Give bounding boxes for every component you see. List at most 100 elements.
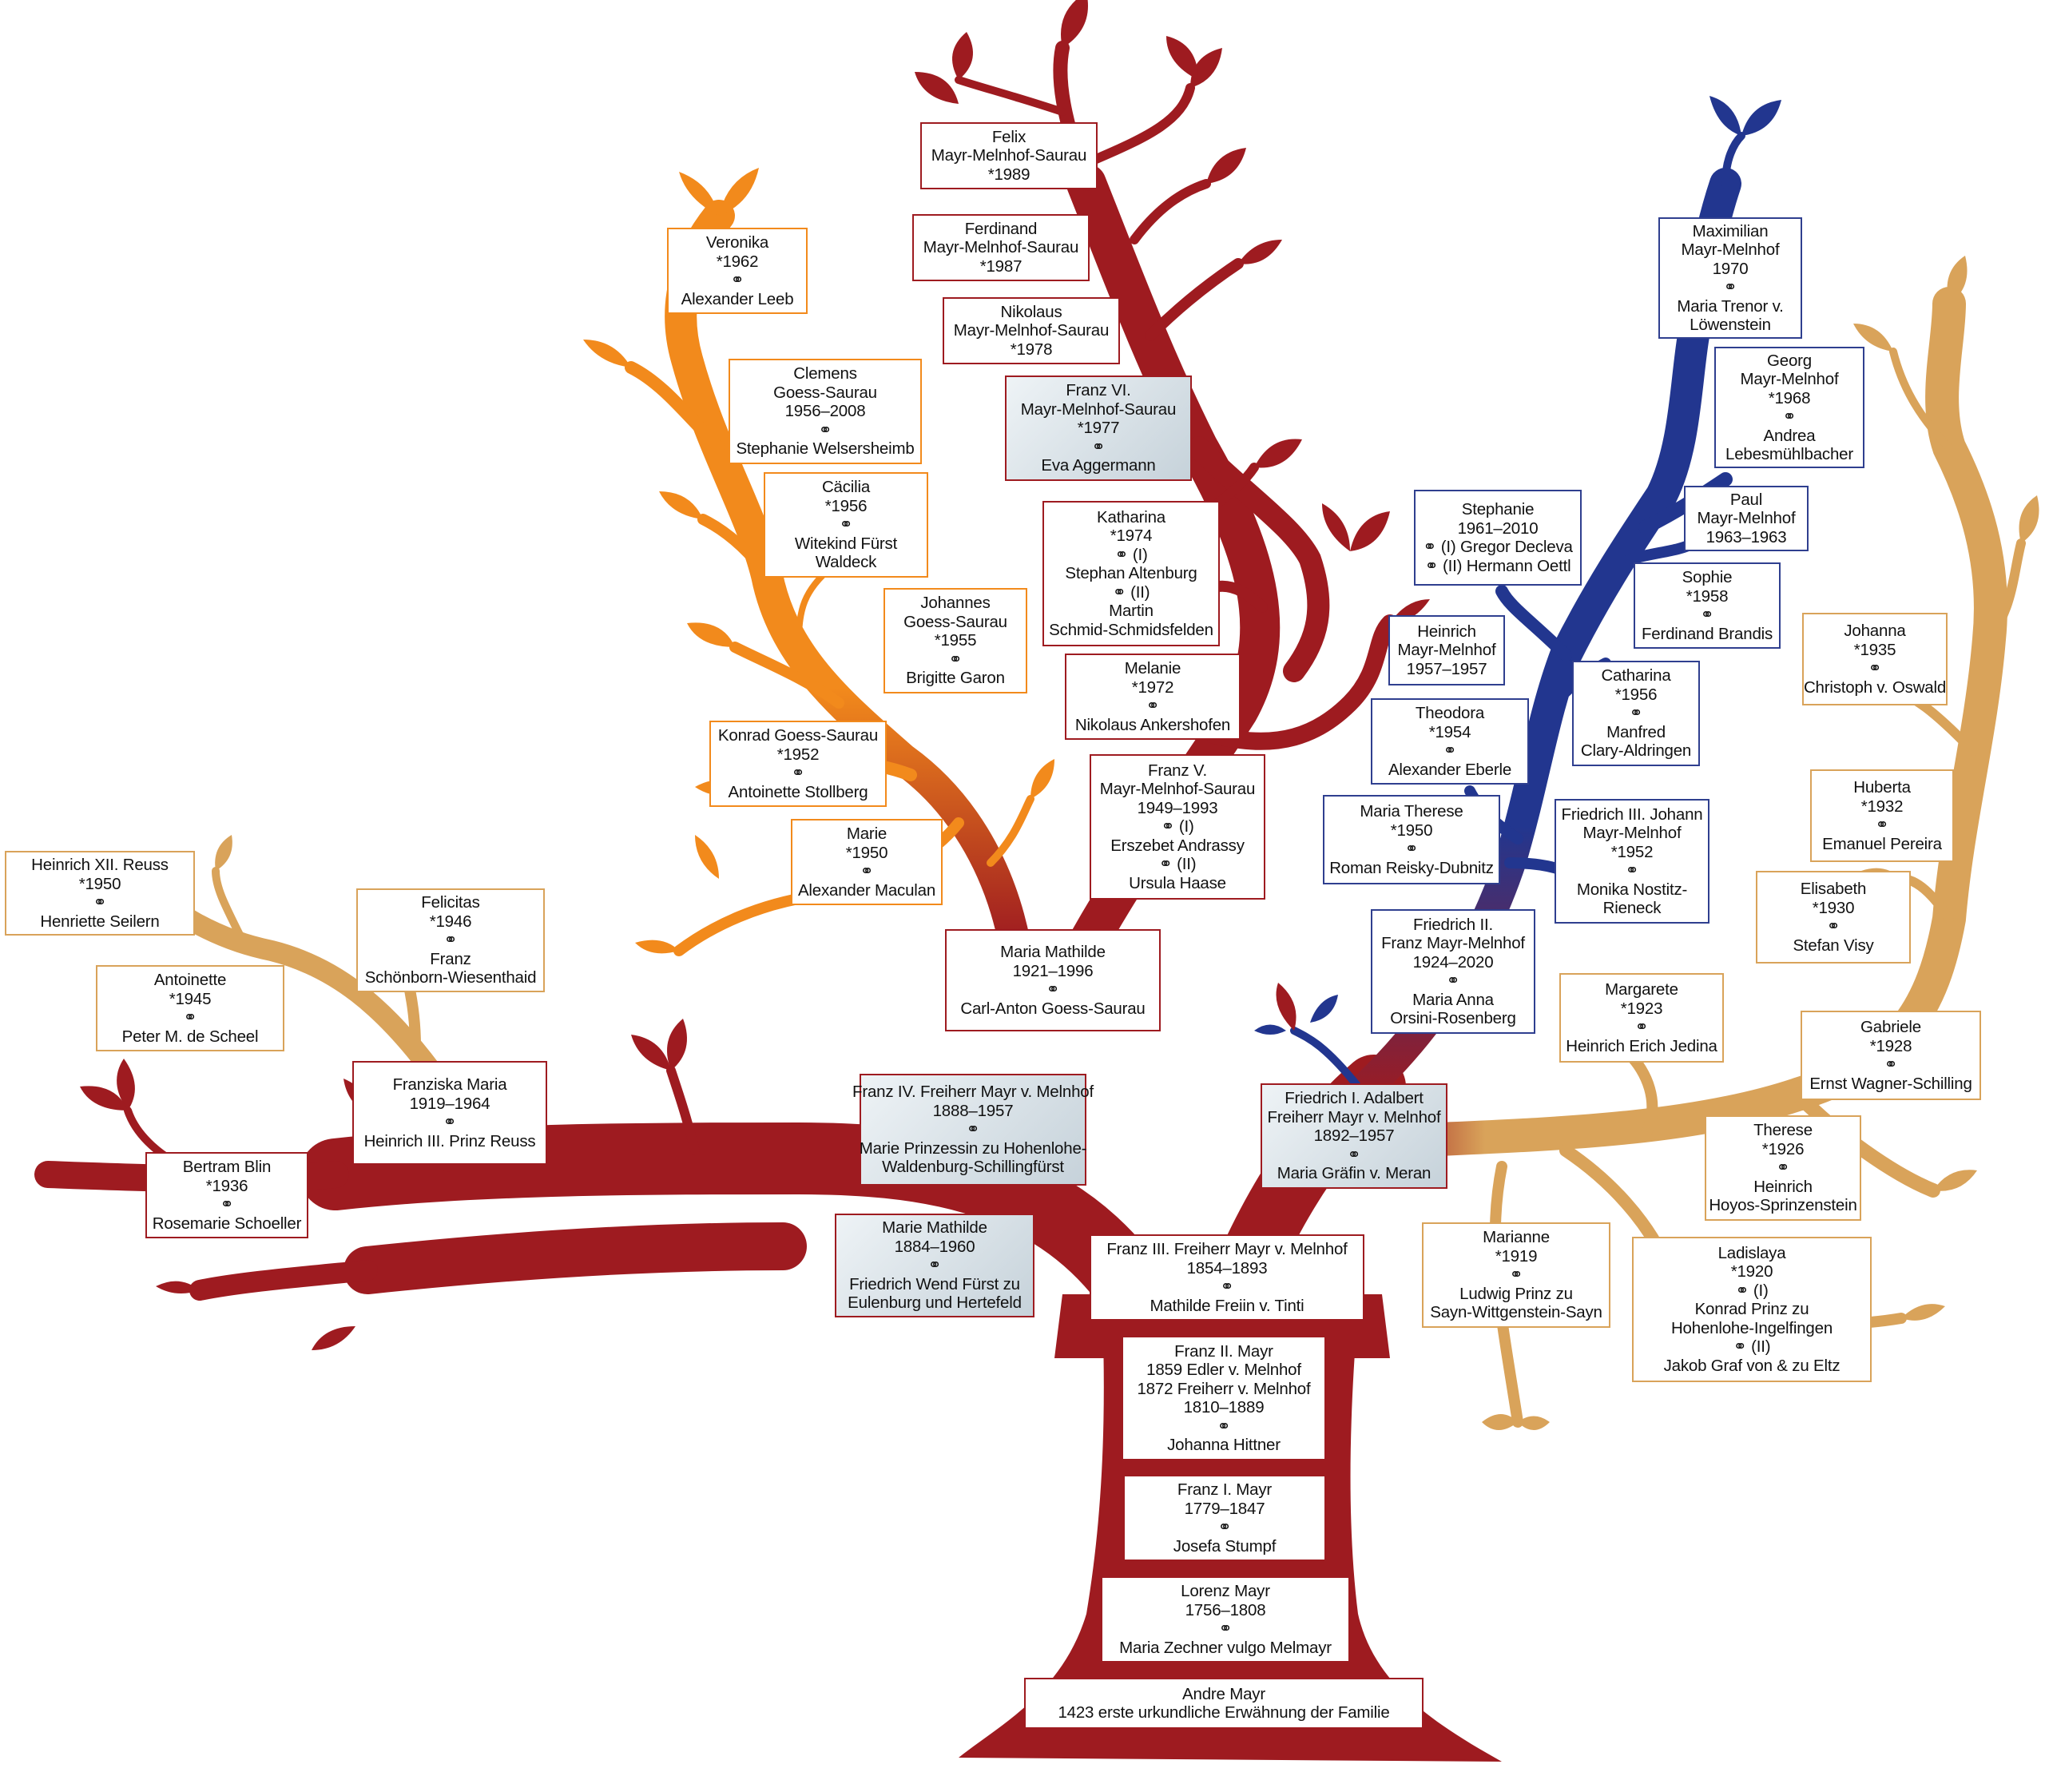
- box-line: Franz: [430, 950, 471, 969]
- marriage-icon: ⚭: [731, 271, 745, 290]
- marriage-icon: ⚭: [1405, 840, 1419, 859]
- box-line: Marie Mathilde: [882, 1218, 987, 1238]
- box-line: 1756–1808: [1185, 1601, 1266, 1620]
- box-franz-iv: Franz IV. Freiherr Mayr v. Melnhof 1888–…: [860, 1074, 1086, 1186]
- box-line: Heinrich III. Prinz Reuss: [364, 1132, 536, 1151]
- box-line: Eulenburg und Hertefeld: [848, 1293, 1022, 1313]
- box-line: Stephan Altenburg: [1065, 564, 1197, 583]
- box-line: *1935: [1854, 641, 1896, 660]
- box-line: Mayr-Melnhof-Saurau: [1100, 780, 1255, 799]
- box-line: Andrea: [1764, 427, 1816, 446]
- box-line: 1963–1963: [1706, 528, 1787, 547]
- box-line: Stefan Visy: [1793, 936, 1873, 956]
- box-line: Carl-Anton Goess-Saurau: [960, 999, 1145, 1019]
- box-line: Henriette Seilern: [40, 912, 159, 932]
- box-line: Paul: [1730, 491, 1762, 510]
- box-line: *1928: [1870, 1037, 1912, 1056]
- box-line: Ursula Haase: [1129, 874, 1226, 893]
- marriage-icon: ⚭: [1777, 1158, 1790, 1178]
- box-line: Hohenlohe-Ingelfingen: [1671, 1319, 1833, 1338]
- box-line: Alexander Leeb: [681, 290, 794, 309]
- box-line: Alexander Eberle: [1388, 761, 1511, 780]
- box-line: Friedrich I. Adalbert: [1285, 1089, 1424, 1108]
- box-line: Erszebet Andrassy: [1110, 836, 1245, 856]
- box-line: *1989: [988, 165, 1030, 185]
- box-felix: Felix Mayr-Melnhof-Saurau *1989: [920, 122, 1098, 189]
- box-line: *1919: [1495, 1247, 1538, 1266]
- box-line: Peter M. de Scheel: [122, 1027, 259, 1047]
- box-line: Antoinette: [154, 971, 226, 990]
- box-line: Freiherr Mayr v. Melnhof: [1268, 1108, 1441, 1127]
- box-line: Schönborn-Wiesenthaid: [365, 968, 537, 987]
- box-line: Eva Aggermann: [1041, 456, 1155, 475]
- box-friedrich-iii: Friedrich III. Johann Mayr-Melnhof *1952…: [1555, 799, 1709, 924]
- box-line: Sophie: [1682, 568, 1733, 587]
- box-line: Lebesmühlbacher: [1725, 445, 1853, 464]
- marriage-icon: ⚭ (II): [1159, 855, 1197, 874]
- box-line: Jakob Graf von & zu Eltz: [1664, 1357, 1840, 1376]
- box-line: Georg: [1767, 352, 1812, 371]
- marriage-icon: ⚭: [1146, 697, 1160, 716]
- box-line: *1930: [1813, 899, 1855, 918]
- box-line: 1924–2020: [1413, 953, 1494, 972]
- marriage-icon: ⚭: [1443, 741, 1457, 761]
- box-antoinette: Antoinette *1945 ⚭ Peter M. de Scheel: [96, 965, 284, 1051]
- marriage-icon: ⚭: [1827, 917, 1840, 936]
- box-line: Ludwig Prinz zu: [1459, 1285, 1573, 1304]
- box-heinrich: Heinrich Mayr-Melnhof 1957–1957: [1388, 615, 1505, 685]
- box-line: Ferdinand Brandis: [1642, 625, 1773, 644]
- box-line: Rosemarie Schoeller: [153, 1214, 301, 1234]
- box-line: Gabriele: [1860, 1018, 1921, 1037]
- marriage-icon: ⚭: [1219, 1619, 1233, 1639]
- marriage-icon: ⚭: [1447, 971, 1460, 991]
- box-line: Heinrich: [1753, 1178, 1813, 1197]
- box-line: Huberta: [1853, 778, 1911, 797]
- box-line: Sayn-Wittgenstein-Sayn: [1430, 1303, 1602, 1322]
- box-line: *1968: [1769, 389, 1811, 408]
- box-franziska-maria: Franziska Maria 1919–1964 ⚭ Heinrich III…: [352, 1061, 547, 1165]
- box-ferdinand: Ferdinand Mayr-Melnhof-Saurau *1987: [912, 214, 1090, 281]
- box-marianne: Marianne *1919 ⚭ Ludwig Prinz zu Sayn-Wi…: [1422, 1222, 1610, 1328]
- box-line: *1956: [1615, 685, 1658, 705]
- marriage-icon: ⚭ (II): [1113, 583, 1150, 602]
- box-line: 1956–2008: [785, 402, 866, 421]
- box-line: Maria Anna: [1412, 991, 1494, 1010]
- box-sophie: Sophie *1958 ⚭ Ferdinand Brandis: [1634, 562, 1781, 649]
- box-andre-mayr: Andre Mayr 1423 erste urkundliche Erwähn…: [1024, 1678, 1424, 1729]
- box-line: Waldenburg-Schillingfürst: [882, 1158, 1064, 1177]
- box-line: Melanie: [1125, 659, 1181, 678]
- box-line: *1950: [1391, 821, 1433, 840]
- marriage-icon: ⚭ (I): [1735, 1281, 1768, 1301]
- box-line: *1952: [777, 745, 820, 765]
- box-line: Elisabeth: [1801, 880, 1867, 899]
- box-line: 1810–1889: [1184, 1398, 1265, 1417]
- box-line: *1923: [1621, 999, 1663, 1019]
- box-maximilian: Maximilian Mayr-Melnhof 1970 ⚭ Maria Tre…: [1658, 217, 1802, 339]
- box-line: Mayr-Melnhof: [1682, 240, 1780, 260]
- box-therese: Therese *1926 ⚭ Heinrich Hoyos-Sprinzens…: [1705, 1115, 1861, 1221]
- box-clemens: Clemens Goess-Saurau 1956–2008 ⚭ Stephan…: [729, 359, 922, 464]
- box-johannes: Johannes Goess-Saurau *1955 ⚭ Brigitte G…: [884, 588, 1027, 693]
- marriage-icon: ⚭: [1218, 1518, 1232, 1537]
- box-line: 1854–1893: [1187, 1259, 1268, 1278]
- box-line: Schmid-Schmidsfelden: [1049, 621, 1213, 640]
- box-line: *1952: [1611, 843, 1654, 862]
- box-melanie: Melanie *1972 ⚭ Nikolaus Ankershofen: [1065, 654, 1241, 740]
- box-line: Katharina: [1097, 508, 1165, 527]
- marriage-icon: ⚭: [1635, 1018, 1649, 1037]
- box-margarete: Margarete *1923 ⚭ Heinrich Erich Jedina: [1559, 973, 1724, 1063]
- box-line: Konrad Goess-Saurau: [718, 726, 878, 745]
- box-line: Roman Reisky-Dubnitz: [1329, 859, 1494, 878]
- box-line: Mayr-Melnhof: [1398, 641, 1496, 660]
- box-ladislaya: Ladislaya *1920 ⚭ (I) Konrad Prinz zu Ho…: [1632, 1237, 1872, 1382]
- box-line: Franziska Maria: [393, 1075, 507, 1095]
- box-line: Friedrich Wend Fürst zu: [849, 1275, 1020, 1294]
- box-line: Maria Trenor v.: [1677, 297, 1783, 316]
- box-bertram-blin: Bertram Blin *1936 ⚭ Rosemarie Schoeller: [145, 1152, 308, 1238]
- box-line: Ladislaya: [1718, 1244, 1786, 1263]
- marriage-icon: ⚭: [1348, 1146, 1361, 1165]
- box-line: Maria Zechner vulgo Melmayr: [1119, 1639, 1332, 1658]
- box-line: *1946: [430, 912, 472, 932]
- box-line: Antoinette Stollberg: [729, 783, 868, 802]
- box-stephanie: Stephanie 1961–2010 ⚭ (I) Gregor Decleva…: [1414, 490, 1582, 586]
